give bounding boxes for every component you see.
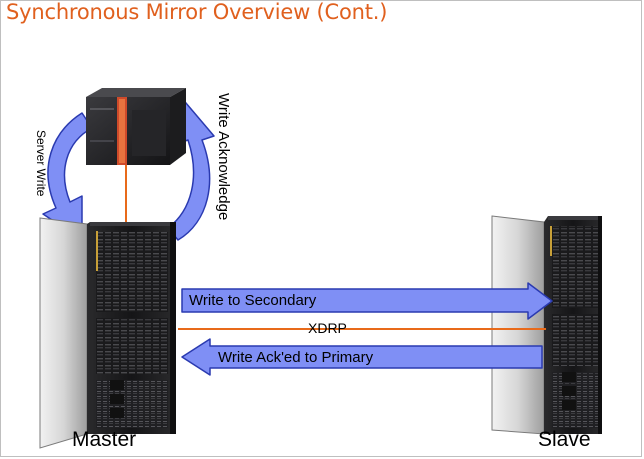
server-icon xyxy=(86,88,186,165)
master-storage-rack-icon xyxy=(39,217,176,449)
write-to-secondary-label: Write to Secondary xyxy=(189,292,317,309)
slide-title: Synchronous Mirror Overview (Cont.) xyxy=(6,0,388,24)
write-acknowledge-label: Write Acknowledge xyxy=(215,93,232,221)
master-caption: Master xyxy=(72,428,137,451)
xdrp-label: XDRP xyxy=(308,320,347,336)
write-acked-arrow-icon xyxy=(181,338,543,376)
slave-storage-rack-icon xyxy=(491,215,602,435)
write-acked-label: Write Ack'ed to Primary xyxy=(218,349,374,366)
slave-caption: Slave xyxy=(538,428,591,451)
write-to-secondary-arrow-icon xyxy=(181,282,553,320)
server-write-label: Server Write xyxy=(34,130,48,197)
